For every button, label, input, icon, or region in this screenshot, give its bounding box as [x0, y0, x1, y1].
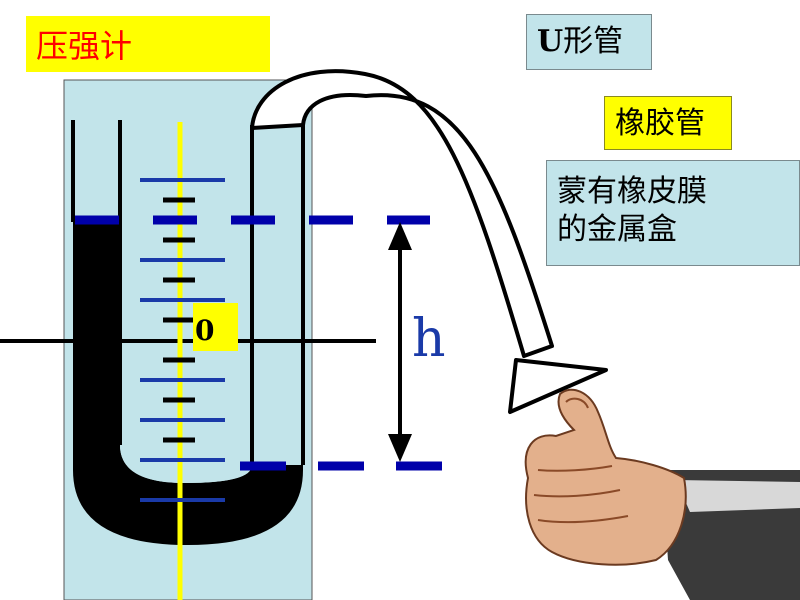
metal-box-membrane: [508, 358, 608, 414]
height-difference-label: h: [412, 309, 446, 369]
u-tube-label: U形管: [526, 14, 652, 70]
u-tube-text: 形管: [563, 24, 624, 59]
blue-scale-ticks: [140, 178, 225, 502]
u-tube-letter: U: [537, 24, 564, 59]
height-arrow: [388, 222, 412, 462]
hand-icon: [524, 388, 800, 600]
page-title: 压强计: [26, 16, 270, 72]
rubber-tube: [250, 69, 554, 358]
scale-zero-label: 0: [193, 303, 238, 351]
rubber-tube-label: 橡胶管: [604, 96, 732, 150]
metal-box-label-line2: 的金属盒: [557, 211, 677, 247]
black-scale-ticks: [163, 197, 195, 443]
metal-box-label-line1: 蒙有橡皮膜: [557, 174, 707, 209]
metal-box-label: 蒙有橡皮膜 的金属盒: [546, 160, 800, 266]
